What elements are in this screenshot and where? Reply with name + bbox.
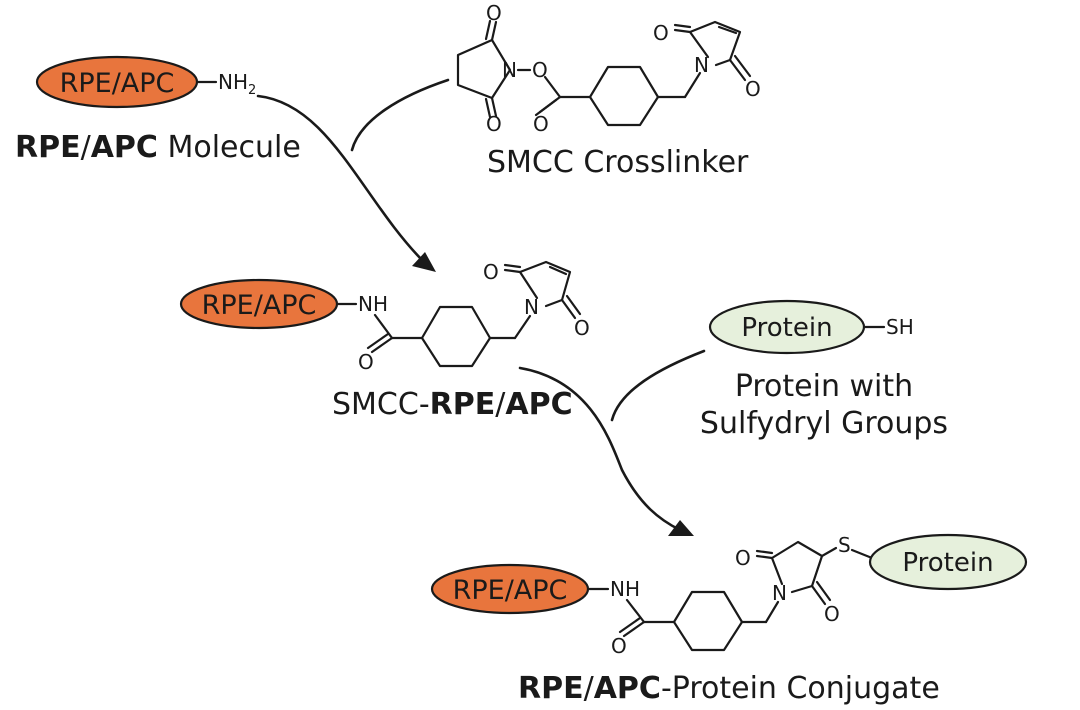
rpe-apc-protein-conjugate: RPE/APC NH O N O O S Protein [430,533,1028,658]
nh-label: NH [610,577,640,601]
rpe-apc-molecule-caption: RPE/APC Molecule [15,130,301,165]
protein-feed-curve [610,349,706,422]
rpe-apc-molecule: RPE/APC NH2 [35,55,256,109]
protein-pill-label: Protein [741,313,832,343]
atom-o: O [653,21,669,45]
nh2-label: NH2 [218,70,256,98]
crosslinker-feed-curve [350,78,450,152]
smcc-crosslinker-structure: O O N O O N O O [456,1,761,136]
atom-o: O [574,316,590,340]
atom-o: O [824,602,840,626]
atom-o: O [532,58,548,82]
conjugate-caption: RPE/APC-Protein Conjugate [518,671,940,706]
rpe-apc-pill-label: RPE/APC [60,68,175,99]
smcc-crosslinker-caption: SMCC Crosslinker [487,145,749,180]
reaction-arrow-1 [256,94,426,264]
atom-n: N [694,53,709,77]
smcc-rpe-apc: RPE/APC NH O N O O [179,260,590,374]
atom-o: O [483,260,499,284]
atom-o: O [486,112,502,136]
smcc-rpe-apc-caption: SMCC-RPE/APC [332,387,573,422]
arrow-2-head [668,520,694,536]
atom-o: O [533,112,549,136]
sh-label: SH [886,315,914,339]
protein-caption-line1: Protein with [735,369,913,404]
protein-sulfhydryl: Protein SH [708,299,914,355]
rpe-apc-pill-label: RPE/APC [453,575,568,606]
atom-o: O [486,1,502,25]
protein-pill-label: Protein [902,548,993,578]
atom-o: O [735,546,751,570]
protein-pill [868,533,1028,591]
atom-n: N [524,295,539,319]
s-label: S [838,533,851,557]
nh-label: NH [358,292,388,316]
atom-o: O [611,634,627,658]
arrow-1-head [412,252,436,272]
atom-o: O [745,77,761,101]
rpe-apc-pill-label: RPE/APC [202,290,317,321]
atom-n: N [502,58,517,82]
atom-o: O [358,350,374,374]
reaction-arrow-2 [518,366,682,532]
protein-caption-line2: Sulfydryl Groups [700,406,948,441]
atom-n: N [772,581,787,605]
